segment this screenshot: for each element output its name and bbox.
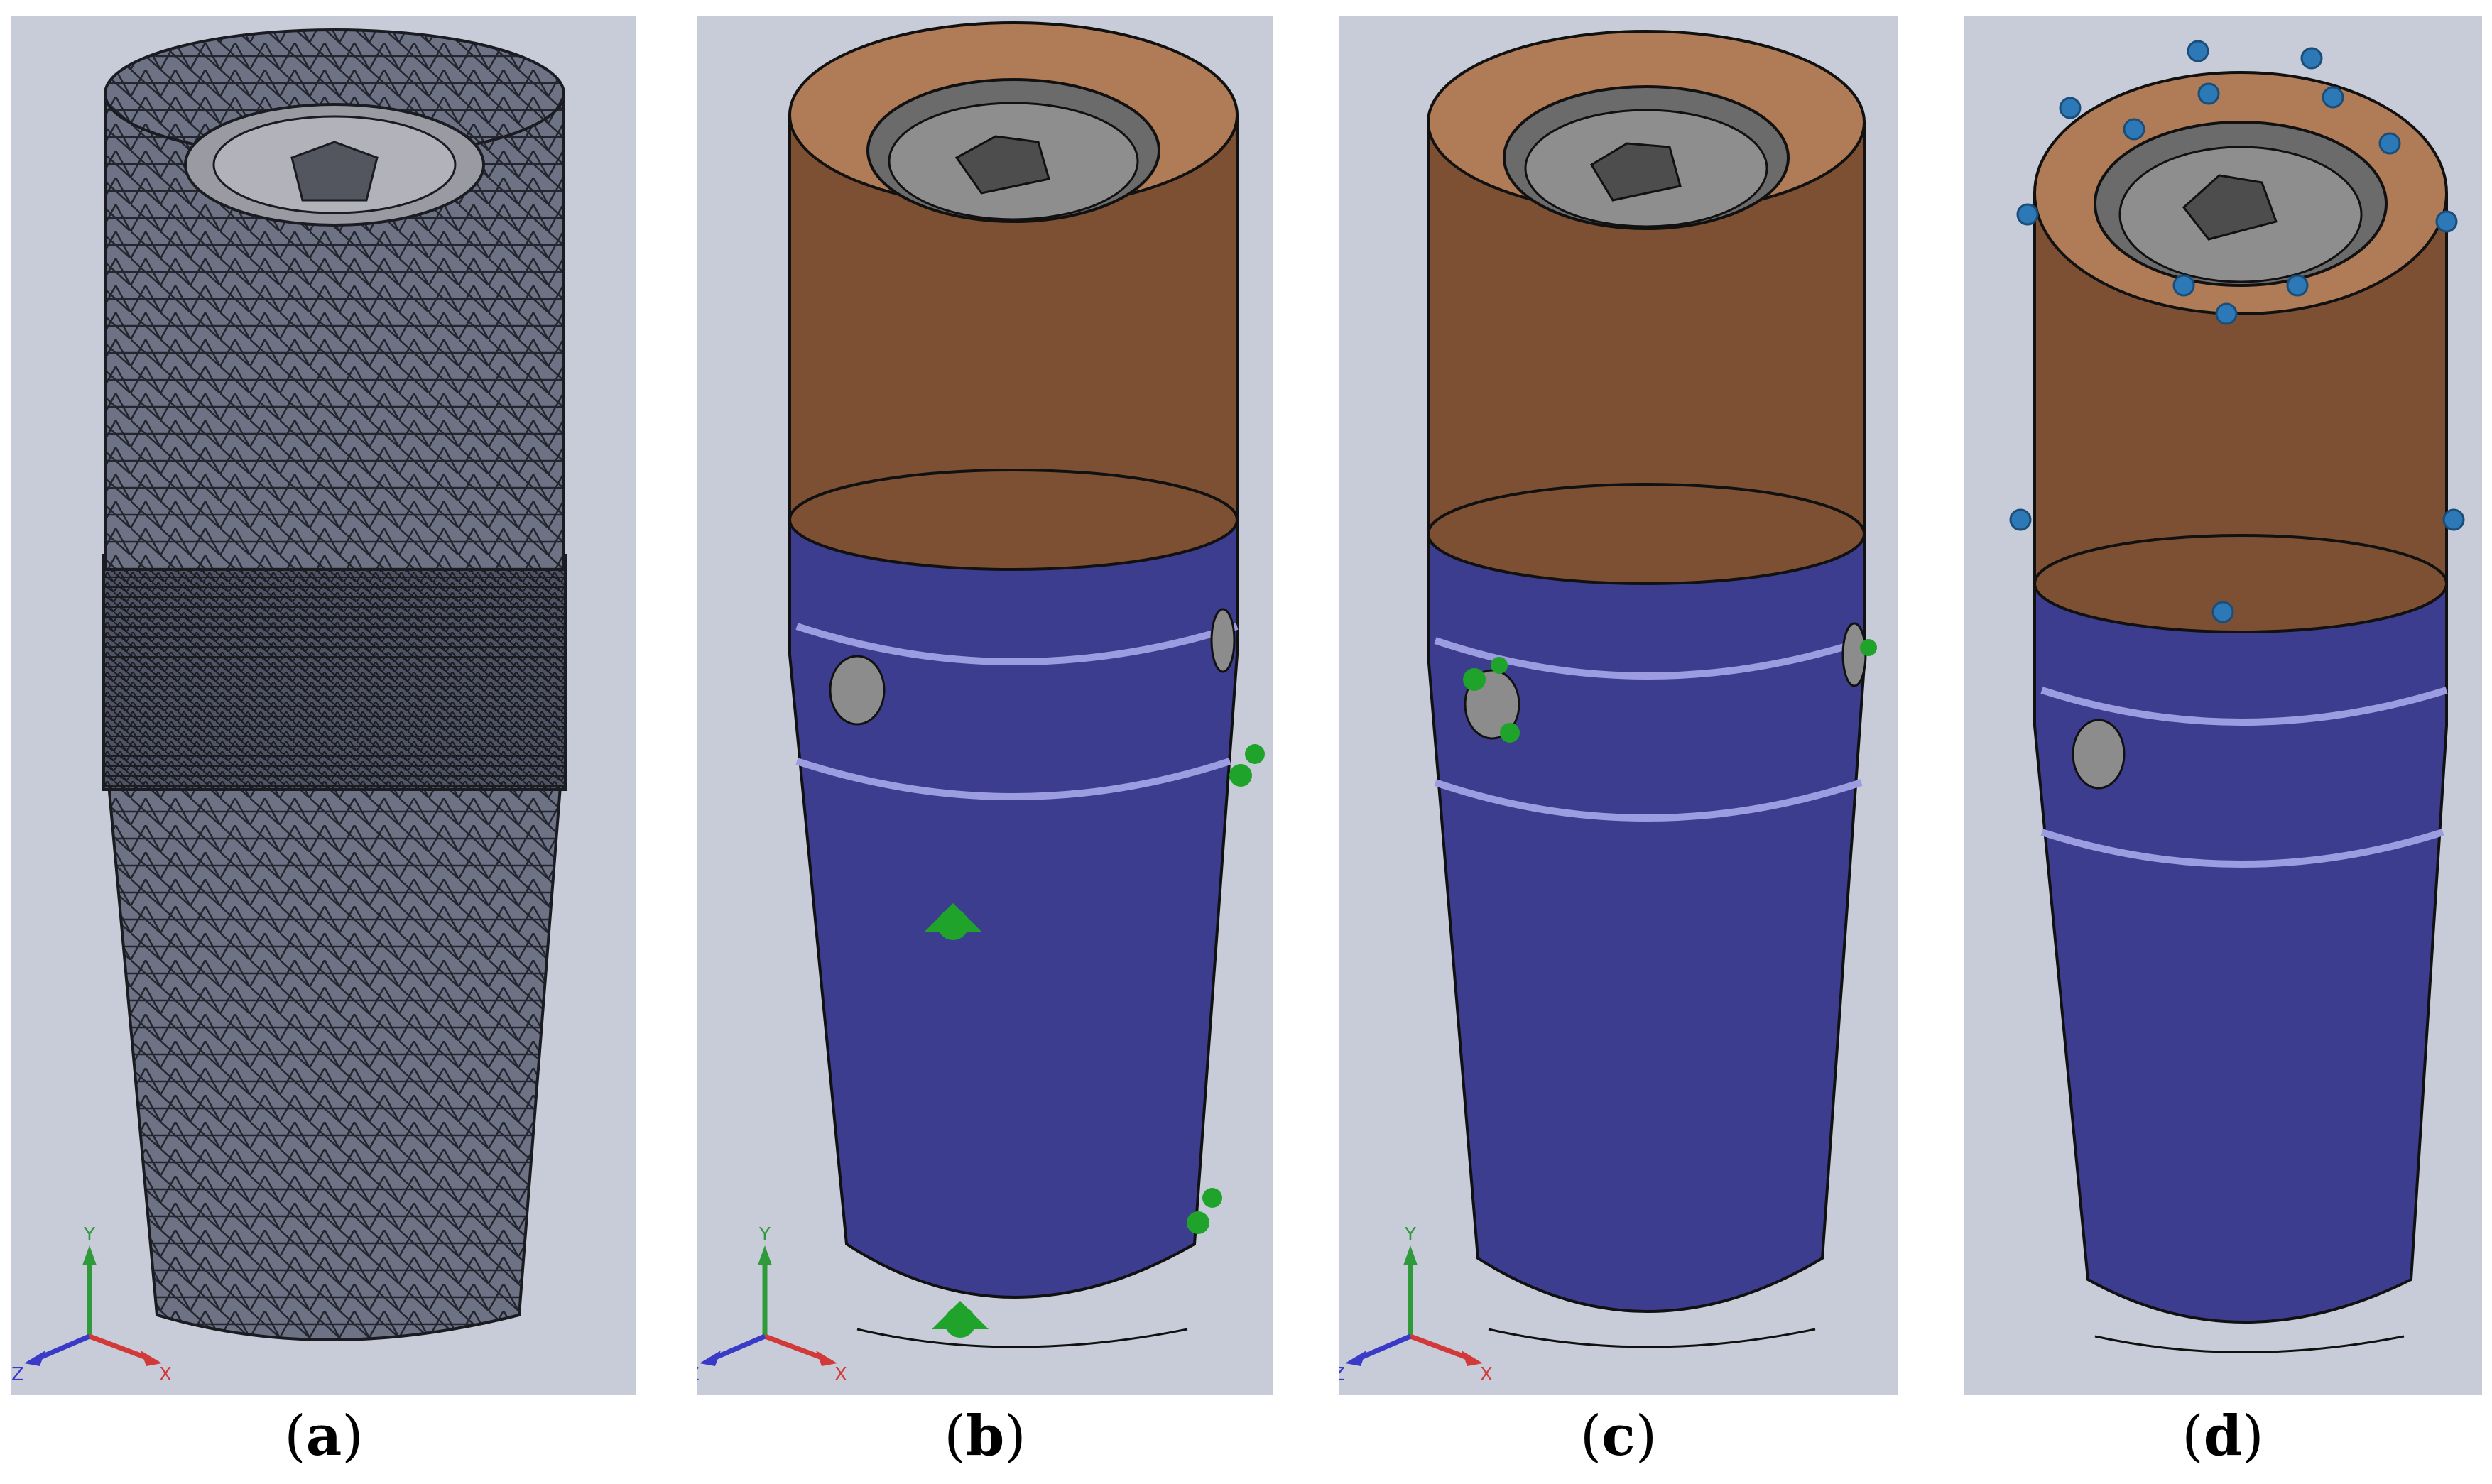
panel-d-loads-view (1964, 16, 2482, 1395)
panel-b-fixtures-view: Y X Z (697, 16, 1273, 1395)
axis-triad: Y X Z (1339, 1224, 1493, 1385)
triad-z-label: Z (1339, 1364, 1345, 1385)
axis-triad: Y X Z (697, 1224, 847, 1385)
triad-y-label: Y (83, 1224, 95, 1245)
triad-y-label: Y (1404, 1224, 1416, 1245)
caption-c: (c) (1579, 1404, 1658, 1469)
fixture-markers (925, 744, 1265, 1338)
triad-x-label: X (1480, 1364, 1493, 1385)
caption-d: (d) (2182, 1404, 2264, 1469)
load-arrows (2009, 40, 2465, 623)
triad-x-label: X (834, 1364, 847, 1385)
hole-fixtures-model-image: Y X Z (1339, 30, 1877, 1385)
triad-y-label: Y (758, 1224, 771, 1245)
caption-b: (b) (944, 1404, 1026, 1469)
caption-a: (a) (284, 1404, 364, 1469)
triad-z-label: Z (11, 1364, 24, 1385)
fixtures-model-image: Y X Z (697, 21, 1265, 1385)
triad-x-label: X (159, 1364, 172, 1385)
mesh-model-image: Y X Z (11, 28, 567, 1385)
panel-a-mesh-view: Y X Z (11, 16, 636, 1395)
panel-c-hole-fixtures-view: Y X Z (1339, 16, 1898, 1395)
fixture-markers (1463, 639, 1877, 743)
loads-model-image (2009, 40, 2465, 1353)
triad-z-label: Z (697, 1364, 700, 1385)
axis-triad: Y X Z (11, 1224, 172, 1385)
